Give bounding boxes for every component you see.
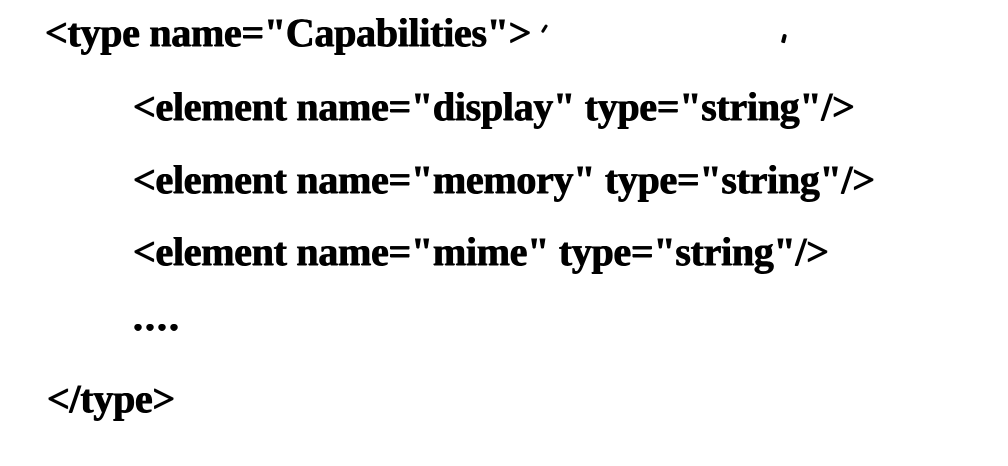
scan-artifact-speck <box>780 33 788 44</box>
code-line-element-mime: <element name="mime" type="string"/> <box>133 229 829 274</box>
scan-artifact-tick <box>540 24 548 33</box>
code-line-type-close-tag: </type> <box>47 376 175 421</box>
code-line-type-open-tag: <type name="Capabilities"> <box>45 10 532 55</box>
code-line-element-display: <element name="display" type="string"/> <box>133 84 855 129</box>
code-line-ellipsis: .... <box>133 294 181 339</box>
code-line-element-memory: <element name="memory" type="string"/> <box>133 157 875 202</box>
